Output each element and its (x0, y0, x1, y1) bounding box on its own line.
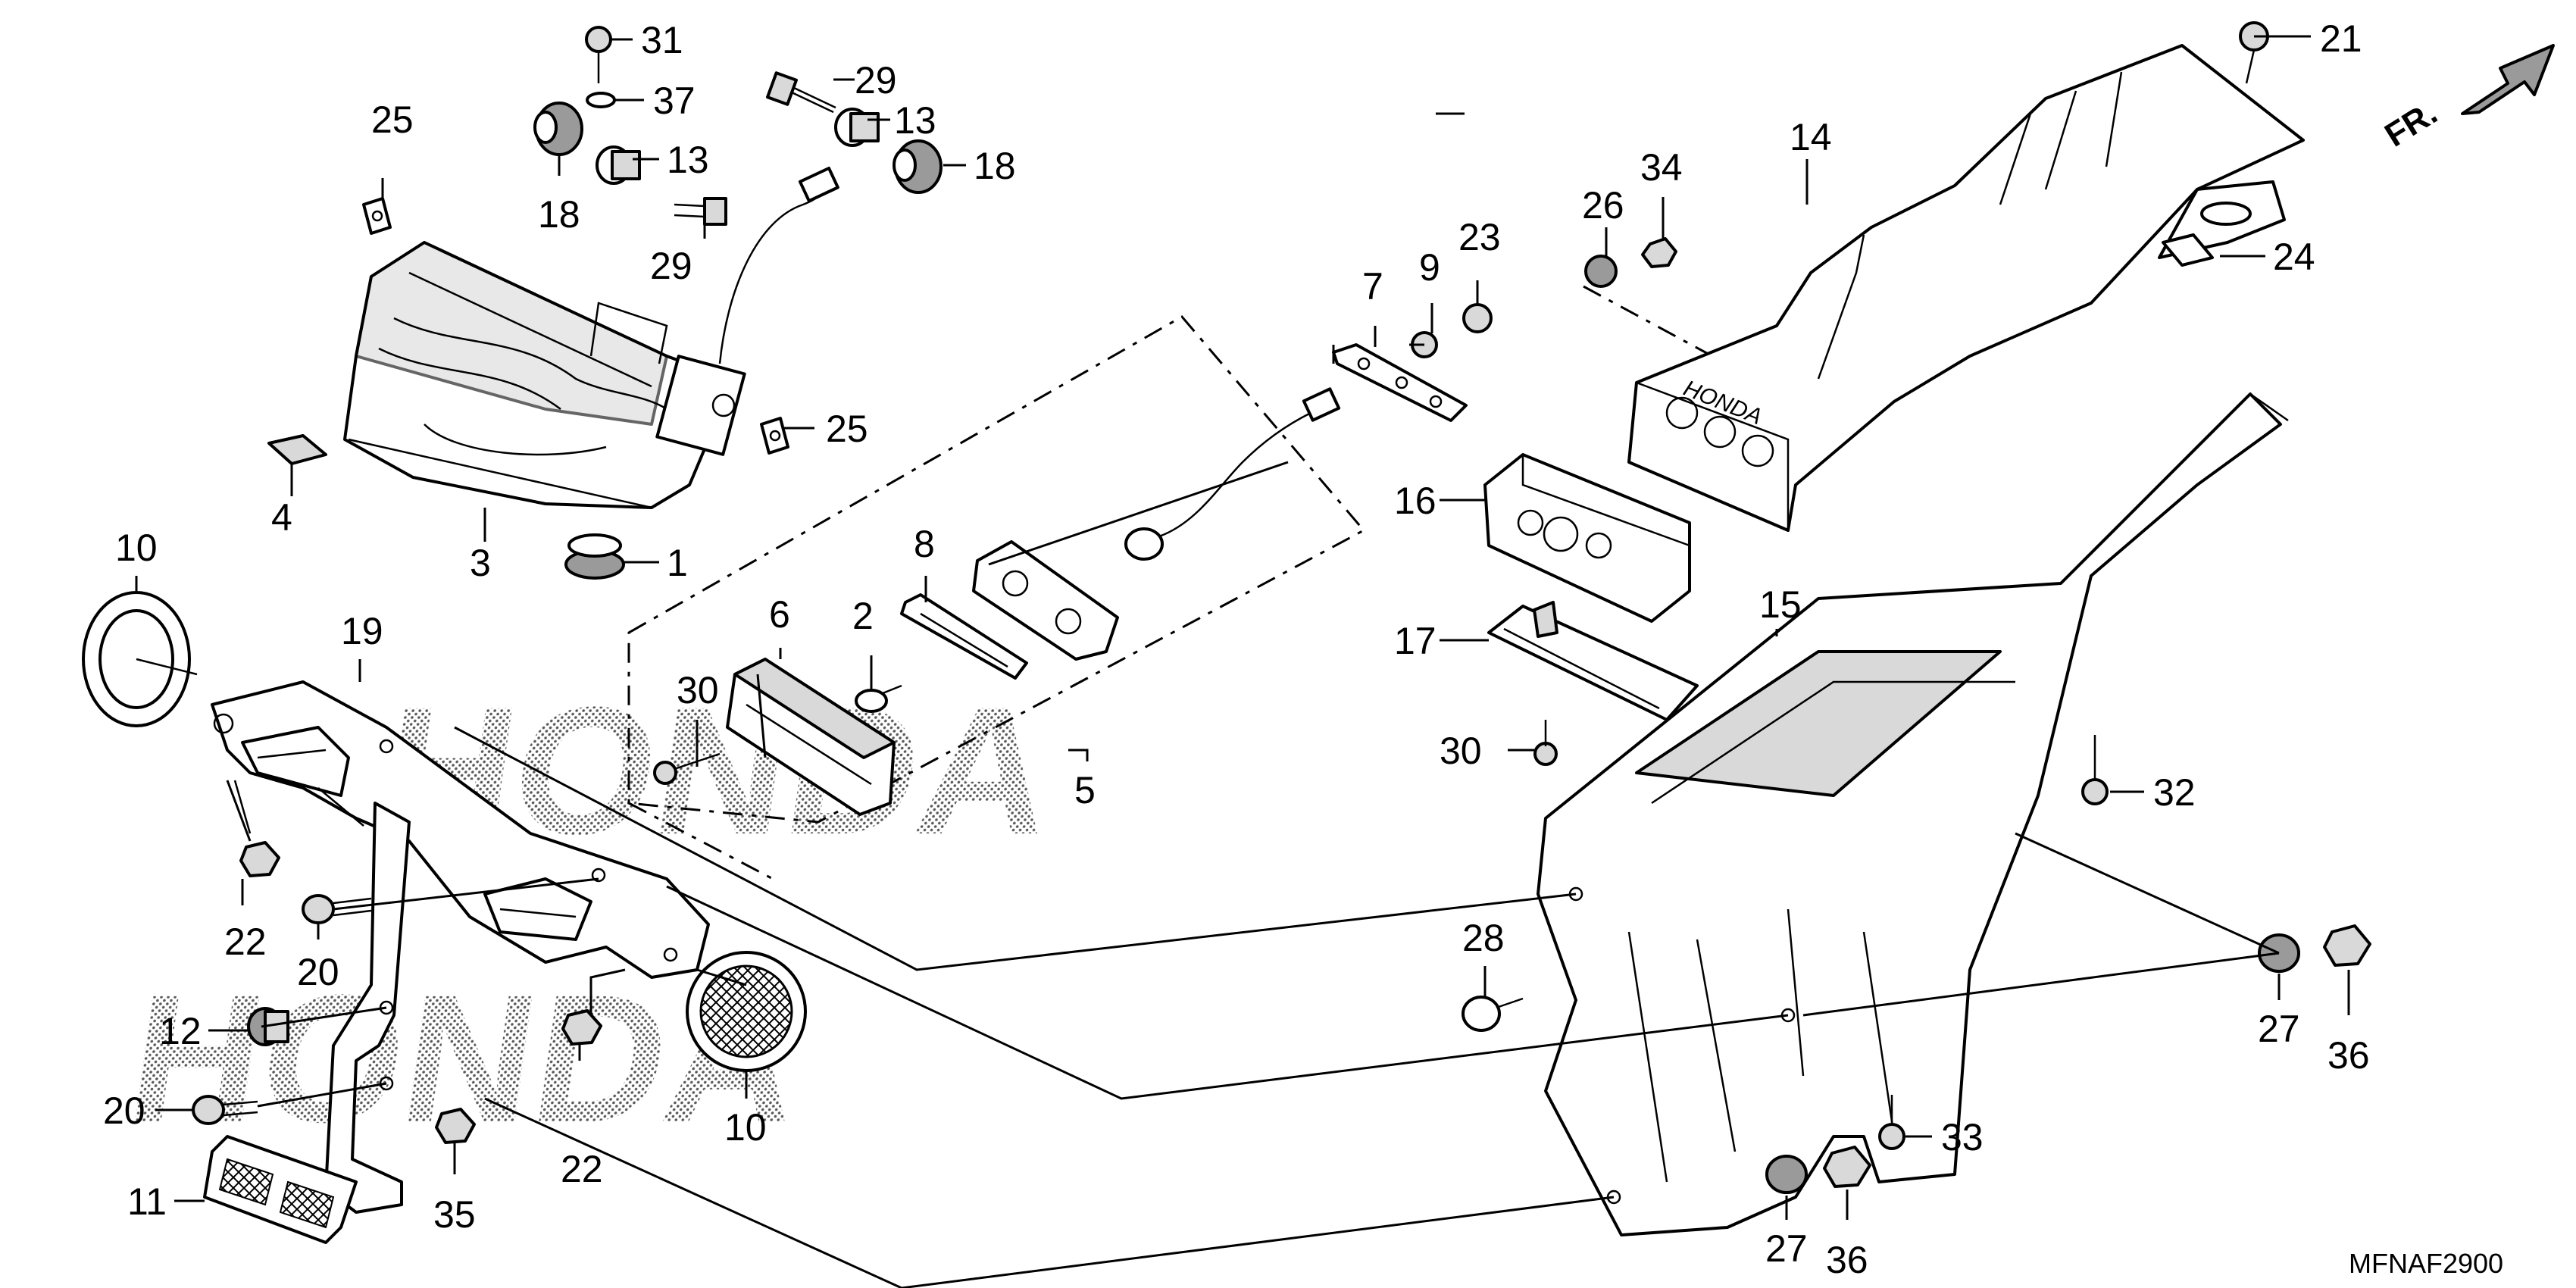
callout-18-left: 18 (538, 193, 580, 236)
screw-30b (1533, 720, 1558, 766)
bracket-17 (1487, 601, 1699, 721)
callout-15: 15 (1759, 583, 1802, 626)
callout-23: 23 (1458, 216, 1501, 258)
callout-20-top: 20 (297, 951, 339, 993)
inner-fender-15 (1537, 392, 2289, 1236)
screw-31 (585, 26, 612, 83)
nut-35 (435, 1108, 476, 1144)
callout-27-right: 27 (2258, 1008, 2300, 1050)
callout-14: 14 (1790, 116, 1832, 158)
collar-13a (596, 145, 641, 185)
callout-19: 19 (341, 610, 383, 652)
front-direction-indicator: FR. (2378, 44, 2555, 154)
nut-22b (561, 1009, 602, 1046)
callout-32: 32 (2153, 771, 2196, 814)
callout-28: 28 (1462, 917, 1505, 959)
license-light-6 (726, 658, 896, 816)
plug-12 (247, 1007, 289, 1046)
callout-9: 9 (1419, 246, 1440, 289)
grommet-1 (564, 533, 625, 580)
callout-labels: 1 2 3 4 5 6 7 8 9 10 10 11 12 13 13 14 1… (103, 17, 2370, 1281)
bolt-28 (1462, 996, 1524, 1032)
bolt-23 (1462, 303, 1493, 333)
collar-13b (834, 108, 880, 147)
callout-7: 7 (1362, 265, 1383, 308)
rubber-grommet-18a (533, 102, 583, 156)
callout-22-right: 22 (561, 1148, 603, 1190)
license-bracket-19 (211, 680, 710, 979)
assembly-5-outline (627, 315, 1366, 824)
callout-18-right: 18 (974, 145, 1016, 187)
callout-25-right: 25 (826, 408, 868, 450)
nut-22a (239, 841, 280, 877)
assembly-14-outline (1583, 285, 1713, 358)
callout-29-top: 29 (855, 59, 897, 102)
front-arrow-icon (2461, 44, 2555, 115)
tail-light-assembly (343, 167, 839, 509)
callout-4: 4 (271, 496, 292, 539)
clip-nut-25a (362, 197, 392, 235)
callout-3: 3 (470, 542, 491, 584)
diagram-code: MFNAF2900 (2349, 1248, 2503, 1279)
callout-36-right: 36 (2327, 1034, 2370, 1077)
washer-26 (1584, 255, 1618, 288)
callout-36-bottom: 36 (1826, 1239, 1868, 1281)
callout-27-bottom: 27 (1765, 1227, 1808, 1270)
rubber-grommet-18b (893, 139, 943, 194)
pad-4 (267, 434, 327, 465)
nut-34 (1641, 237, 1677, 268)
callout-11: 11 (127, 1180, 167, 1223)
callout-35: 35 (433, 1193, 476, 1236)
callout-2: 2 (852, 595, 874, 637)
callout-30-right: 30 (1440, 730, 1482, 772)
callout-24: 24 (2273, 236, 2315, 278)
assembly-5-outline (628, 802, 774, 880)
nut-36a (2323, 924, 2371, 967)
bolt-29a (766, 71, 836, 114)
nut-36b (1823, 1146, 1871, 1188)
box-16 (1483, 453, 1691, 623)
callout-17: 17 (1394, 620, 1436, 662)
callout-25-top: 25 (371, 98, 414, 141)
callout-10-right: 10 (724, 1106, 767, 1149)
callout-37: 37 (653, 80, 696, 122)
svg-text:FR.: FR. (2378, 94, 2443, 154)
callout-8: 8 (914, 523, 935, 565)
reflector-10a (82, 591, 198, 727)
bolt-29b (674, 197, 727, 226)
callout-6: 6 (769, 593, 790, 636)
gasket-8 (900, 593, 1028, 680)
callout-26: 26 (1582, 184, 1624, 227)
callout-21: 21 (2320, 17, 2362, 60)
callout-33: 33 (1941, 1116, 1984, 1158)
screw-32 (2081, 735, 2109, 805)
callout-13-left: 13 (667, 139, 709, 181)
callout-16: 16 (1394, 480, 1436, 522)
callout-5: 5 (1074, 769, 1096, 811)
reflector-10b (686, 951, 807, 1072)
callout-29-left: 29 (650, 245, 692, 287)
callout-12: 12 (159, 1010, 202, 1052)
gasket-7 (1332, 343, 1468, 422)
leader-lines (135, 35, 2350, 1288)
callout-22-left: 22 (224, 921, 267, 963)
bulb-2 (855, 684, 902, 713)
nut-27b (1765, 1155, 1808, 1194)
clip-nut-25b (760, 417, 789, 455)
callout-1: 1 (667, 542, 688, 584)
clip-24 (2162, 233, 2214, 267)
washer-37 (586, 92, 616, 108)
reflector-11 (203, 1135, 358, 1244)
screw-21 (2239, 21, 2269, 84)
callout-20-bottom: 20 (103, 1089, 145, 1132)
callout-31: 31 (641, 19, 683, 61)
callout-10-left: 10 (115, 527, 158, 569)
screw-33 (1878, 1095, 1905, 1150)
light-base-and-wire (972, 387, 1341, 661)
callout-34: 34 (1640, 146, 1683, 189)
callout-13-right: 13 (894, 99, 936, 142)
callout-30-left: 30 (677, 669, 719, 711)
